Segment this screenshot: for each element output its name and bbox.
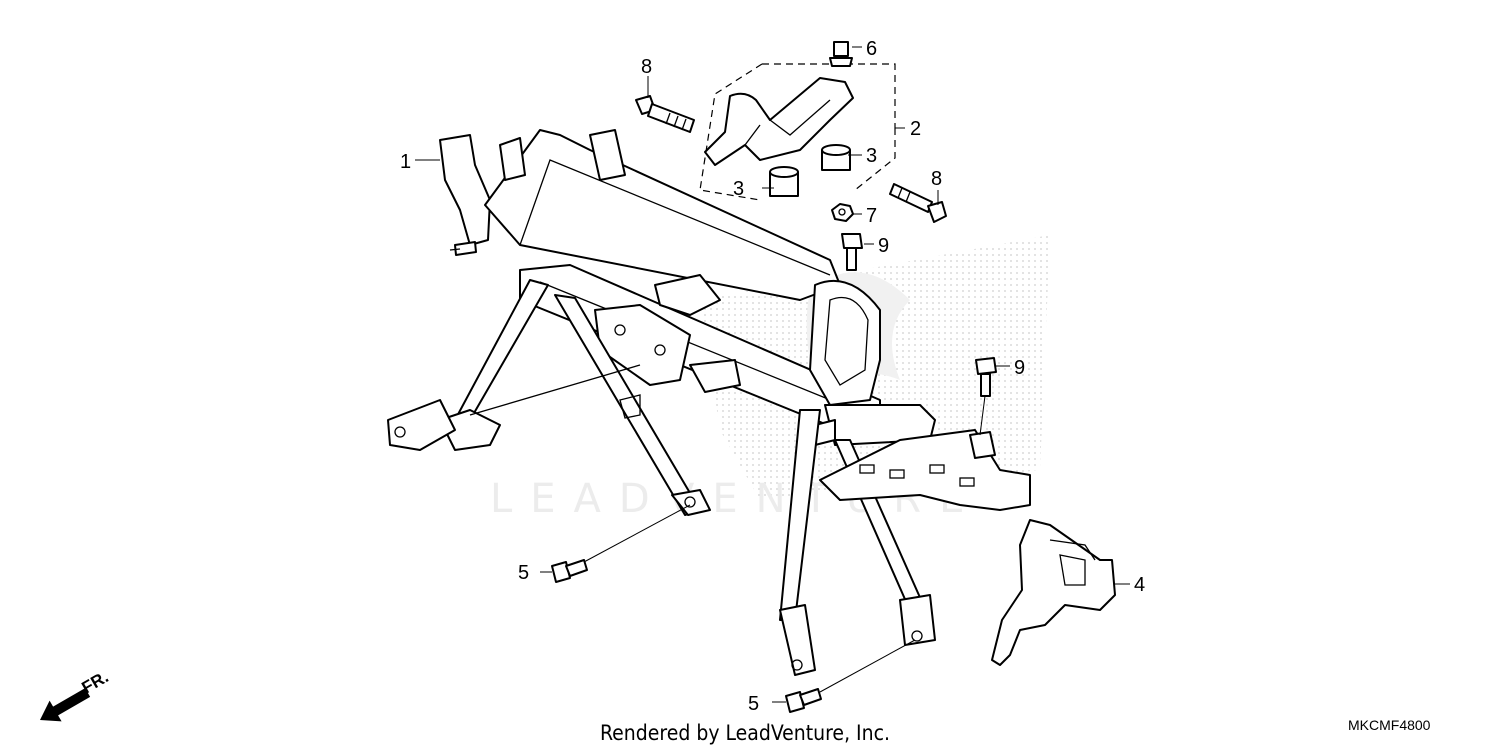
front-arrow-icon (40, 688, 91, 722)
diagram-code: MKCMF4800 (1348, 717, 1431, 733)
bolt-9-upper (841, 233, 863, 271)
collar-upper (821, 144, 851, 171)
callout-3-upper: 3 (866, 145, 877, 167)
upper-bracket (704, 41, 854, 166)
callout-2: 2 (910, 118, 921, 140)
side-bracket (991, 519, 1116, 666)
collar-lower (769, 166, 799, 197)
bolt-9-right (975, 357, 997, 397)
callout-7: 7 (866, 205, 877, 227)
assembly-bracket-outline (699, 63, 896, 201)
nut-7 (831, 203, 854, 222)
clip-6 (833, 41, 849, 57)
leader-lines (415, 46, 1130, 703)
bolt-5-left (551, 559, 588, 583)
bolt-8-upper (635, 95, 695, 133)
callout-8-upper: 8 (641, 56, 652, 78)
bolt-8-right (889, 183, 947, 223)
callout-4: 4 (1134, 574, 1145, 596)
bolt-5-bottom (785, 688, 822, 713)
callout-9-upper: 9 (878, 235, 889, 257)
step-plate (819, 429, 1031, 511)
callout-3-lower: 3 (733, 178, 744, 200)
callout-5-left: 5 (518, 562, 529, 584)
footer-credit: Rendered by LeadVenture, Inc. (600, 721, 890, 745)
callout-6: 6 (866, 38, 877, 60)
callout-1: 1 (400, 151, 411, 173)
callout-9-right: 9 (1014, 357, 1025, 379)
callout-5-bottom: 5 (748, 693, 759, 715)
callout-8-right: 8 (931, 168, 942, 190)
